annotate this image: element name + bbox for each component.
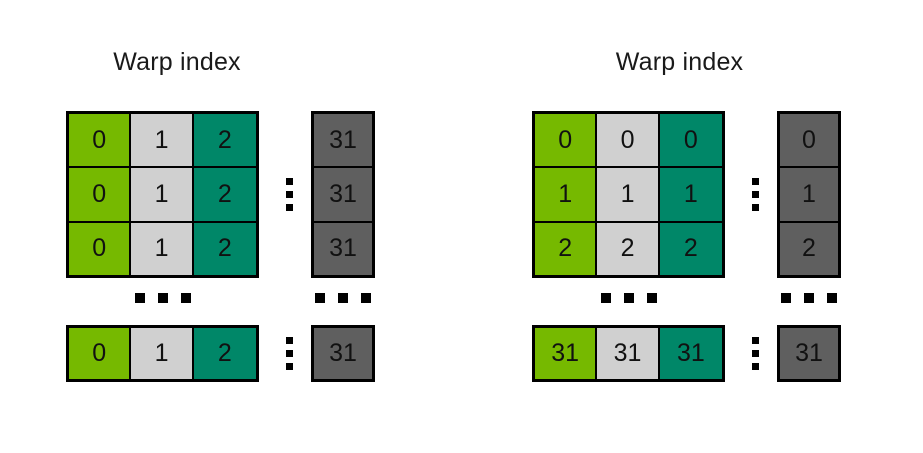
grid-cell: 1 [131, 328, 194, 379]
grid-cell: 2 [193, 222, 256, 275]
grid-cell: 0 [69, 328, 132, 379]
grid-row: 31 [314, 114, 372, 169]
panel-right-vertical-ellipsis [749, 178, 761, 211]
grid-cell: 0 [597, 114, 660, 169]
grid-cell: 2 [193, 114, 256, 169]
grid-cell: 0 [780, 114, 838, 169]
panel-left-tail-horizontal-ellipsis [315, 293, 371, 303]
panel-right-title: Warp index [615, 48, 744, 76]
grid-cell: 1 [780, 168, 838, 223]
grid-cell: 1 [535, 168, 598, 223]
grid-cell: 1 [597, 168, 660, 223]
grid-cell: 0 [69, 168, 132, 223]
grid-cell: 31 [535, 328, 598, 379]
panel-right-bottom-vertical-ellipsis [749, 337, 761, 370]
grid-cell: 1 [131, 114, 194, 169]
grid-cell: 0 [69, 114, 132, 169]
panel-left-main-horizontal-ellipsis [135, 293, 191, 303]
grid-cell: 31 [314, 168, 372, 223]
panel-left-bottom-vertical-ellipsis [283, 337, 295, 370]
panel-right: Warp index [466, 0, 923, 453]
grid-row: 31 [780, 328, 838, 379]
panel-left-bottom-tail-grid: 31 [311, 325, 375, 382]
grid-cell: 31 [314, 328, 372, 379]
panel-right-bottom-tail-grid: 31 [777, 325, 841, 382]
panel-right-tail-horizontal-ellipsis [781, 293, 837, 303]
panel-right-main-horizontal-ellipsis [601, 293, 657, 303]
grid-cell: 2 [597, 222, 660, 275]
grid-cell: 31 [314, 222, 372, 275]
grid-cell: 1 [131, 168, 194, 223]
grid-cell: 31 [597, 328, 660, 379]
grid-cell: 2 [659, 222, 722, 275]
grid-row: 0 [780, 114, 838, 169]
grid-cell: 2 [193, 168, 256, 223]
grid-cell: 2 [780, 222, 838, 275]
grid-cell: 31 [659, 328, 722, 379]
grid-cell: 0 [659, 114, 722, 169]
grid-row: 31 [314, 168, 372, 223]
grid-cell: 2 [193, 328, 256, 379]
grid-cell: 1 [659, 168, 722, 223]
panel-left-title: Warp index [113, 48, 241, 76]
grid-row: 1 [780, 168, 838, 223]
grid-cell: 0 [535, 114, 598, 169]
grid-row: 31 [314, 222, 372, 275]
grid-row: 31 [314, 328, 372, 379]
grid-cell: 31 [780, 328, 838, 379]
grid-cell: 1 [131, 222, 194, 275]
grid-cell: 2 [535, 222, 598, 275]
panel-left-vertical-ellipsis [283, 178, 295, 211]
grid-cell: 31 [314, 114, 372, 169]
grid-cell: 0 [69, 222, 132, 275]
grid-row: 2 [780, 222, 838, 275]
